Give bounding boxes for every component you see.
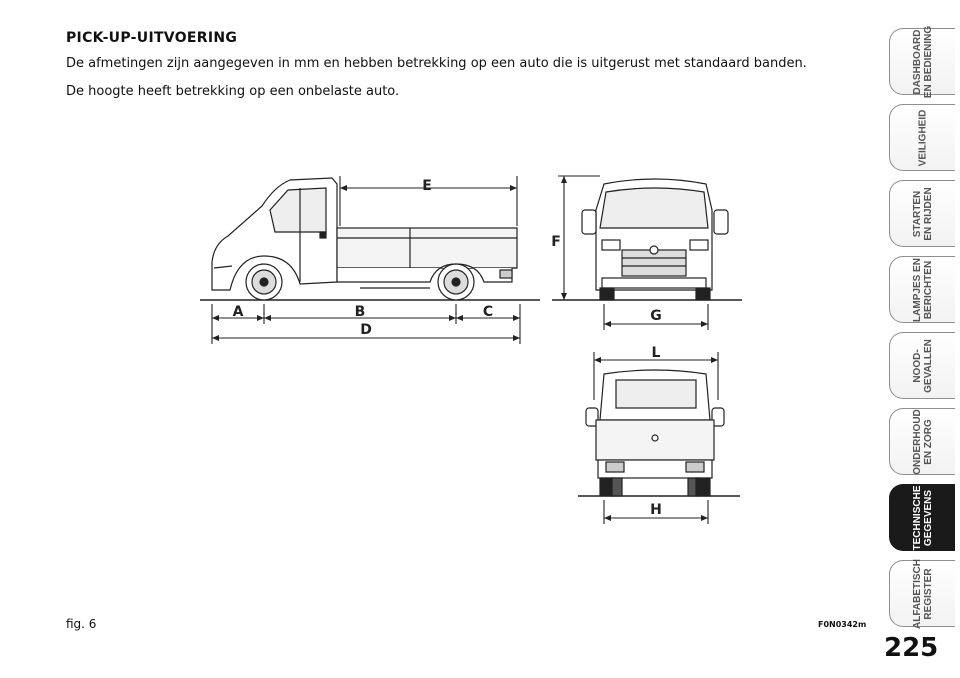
dimension-label-c: C [483, 304, 493, 320]
dimension-label-h: H [650, 502, 662, 518]
tab-technische-gegevens[interactable]: TECHNISCHE GEGEVENS [889, 484, 955, 551]
tab-label: LAMPJES EN BERICHTEN [911, 257, 934, 322]
figure-caption: fig. 6 [66, 617, 97, 631]
dimension-label-e: E [422, 178, 432, 194]
tab-onderhoud-en-zorg[interactable]: ONDERHOUD EN ZORG [889, 408, 955, 475]
tab-lampjes-en-berichten[interactable]: LAMPJES EN BERICHTEN [889, 256, 955, 323]
front-view-truck [552, 178, 742, 301]
height-note-paragraph: De hoogte heeft betrekking op een onbela… [66, 84, 400, 99]
rear-view-truck [578, 369, 740, 497]
side-view-truck [200, 177, 540, 301]
tab-dashboard-en-bediening[interactable]: DASHBOARD EN BEDIENING [889, 25, 955, 98]
dimension-label-d: D [360, 322, 372, 338]
side-dimension-lines [211, 176, 521, 344]
figure-code: F0N0342m [818, 620, 867, 629]
tab-label: DASHBOARD EN BEDIENING [911, 25, 934, 98]
rear-dimension-lines [593, 352, 719, 524]
tab-noodgevallen[interactable]: NOOD- GEVALLEN [889, 332, 955, 399]
dimension-label-l: L [652, 345, 661, 361]
tab-starten-en-rijden[interactable]: STARTEN EN RIJDEN [889, 180, 955, 247]
tab-label: ALFABETISCH REGISTER [911, 558, 934, 629]
dimension-label-b: B [355, 304, 366, 320]
page-number: 225 [884, 633, 939, 663]
dimension-label-f: F [551, 234, 561, 250]
section-title: PICK-UP-UITVOERING [66, 30, 238, 46]
dimension-label-a: A [233, 304, 244, 320]
chapter-tabs: DASHBOARD EN BEDIENING VEILIGHEID STARTE… [889, 25, 960, 636]
tab-label: VEILIGHEID [917, 109, 928, 166]
tab-label: ONDERHOUD EN ZORG [911, 408, 934, 475]
intro-paragraph: De afmetingen zijn aangegeven in mm en h… [66, 56, 807, 71]
tab-alfabetisch-register[interactable]: ALFABETISCH REGISTER [889, 558, 955, 629]
tab-label: TECHNISCHE GEGEVENS [911, 484, 934, 551]
tab-veiligheid[interactable]: VEILIGHEID [889, 104, 955, 171]
dimension-label-g: G [650, 308, 662, 324]
front-dimension-lines [558, 175, 709, 330]
tab-label: STARTEN EN RIJDEN [911, 186, 934, 241]
tab-label: NOOD- GEVALLEN [911, 338, 934, 393]
